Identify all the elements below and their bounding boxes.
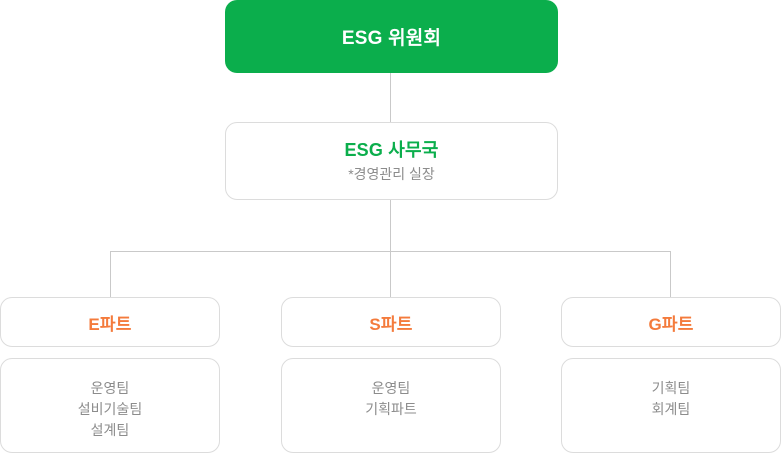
node-part-g-label: G파트 bbox=[648, 314, 694, 334]
node-part-g[interactable]: G파트 bbox=[561, 297, 781, 347]
connector-drop-e-part bbox=[110, 251, 111, 298]
node-part-s[interactable]: S파트 bbox=[281, 297, 501, 347]
connector-drop-g-part bbox=[670, 251, 671, 298]
node-part-s-label: S파트 bbox=[369, 314, 413, 334]
node-esg-office[interactable]: ESG 사무국 *경영관리 실장 bbox=[225, 122, 558, 200]
node-part-e-label: E파트 bbox=[88, 314, 132, 334]
team-item: 운영팀 bbox=[371, 380, 411, 396]
team-item: 설비기술팀 bbox=[77, 401, 143, 417]
team-item: 설계팀 bbox=[90, 422, 130, 438]
node-esg-committee-label: ESG 위원회 bbox=[341, 28, 442, 49]
connector-office-to-bus bbox=[390, 200, 391, 251]
team-item: 운영팀 bbox=[90, 380, 130, 396]
connector-drop-s-part bbox=[390, 251, 391, 298]
team-item: 기획팀 bbox=[651, 380, 691, 396]
node-esg-committee[interactable]: ESG 위원회 bbox=[225, 0, 558, 73]
connector-root-to-office bbox=[390, 73, 391, 122]
node-teams-e[interactable]: 운영팀 설비기술팀 설계팀 bbox=[0, 358, 220, 453]
team-item: 회계팀 bbox=[651, 401, 691, 417]
node-teams-g[interactable]: 기획팀 회계팀 bbox=[561, 358, 781, 453]
node-part-e[interactable]: E파트 bbox=[0, 297, 220, 347]
node-esg-office-title: ESG 사무국 bbox=[344, 139, 439, 160]
team-item: 기획파트 bbox=[365, 401, 417, 417]
node-esg-office-subtitle: *경영관리 실장 bbox=[348, 166, 435, 182]
node-teams-s[interactable]: 운영팀 기획파트 bbox=[281, 358, 501, 453]
